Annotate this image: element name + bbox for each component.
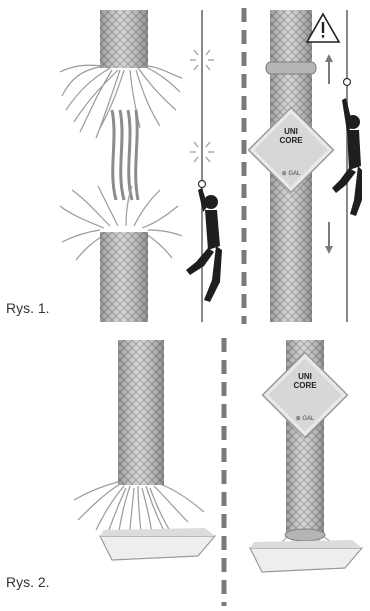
arrow-up-icon [325, 54, 333, 84]
unicore-badge-fig1 [249, 108, 334, 193]
figure-label-2: Rys. 2. [6, 574, 50, 590]
badge-line1-fig2: UNI [298, 372, 312, 381]
arrow-down-icon [325, 222, 333, 254]
rope-cut-fig2 [74, 340, 204, 548]
climber-figure-fig1-left [186, 188, 222, 302]
edge-block-fig2-left [100, 528, 215, 560]
climbing-line-fig1-left [190, 10, 214, 322]
badge-line2-fig1: CORE [279, 136, 303, 145]
badge-brand-fig2: ⊕ GAL [296, 416, 315, 422]
figure-label-1: Rys. 1. [6, 300, 50, 316]
rope-sheath-broken-fig1 [60, 10, 182, 322]
edge-block-fig2-right [250, 540, 362, 572]
badge-line2-fig2: CORE [293, 381, 317, 390]
sheath-ring-fig1 [266, 62, 316, 74]
badge-line1-fig1: UNI [284, 127, 298, 136]
unicore-badge-fig2 [263, 353, 348, 438]
badge-brand-fig1: ⊕ GAL [282, 171, 301, 177]
